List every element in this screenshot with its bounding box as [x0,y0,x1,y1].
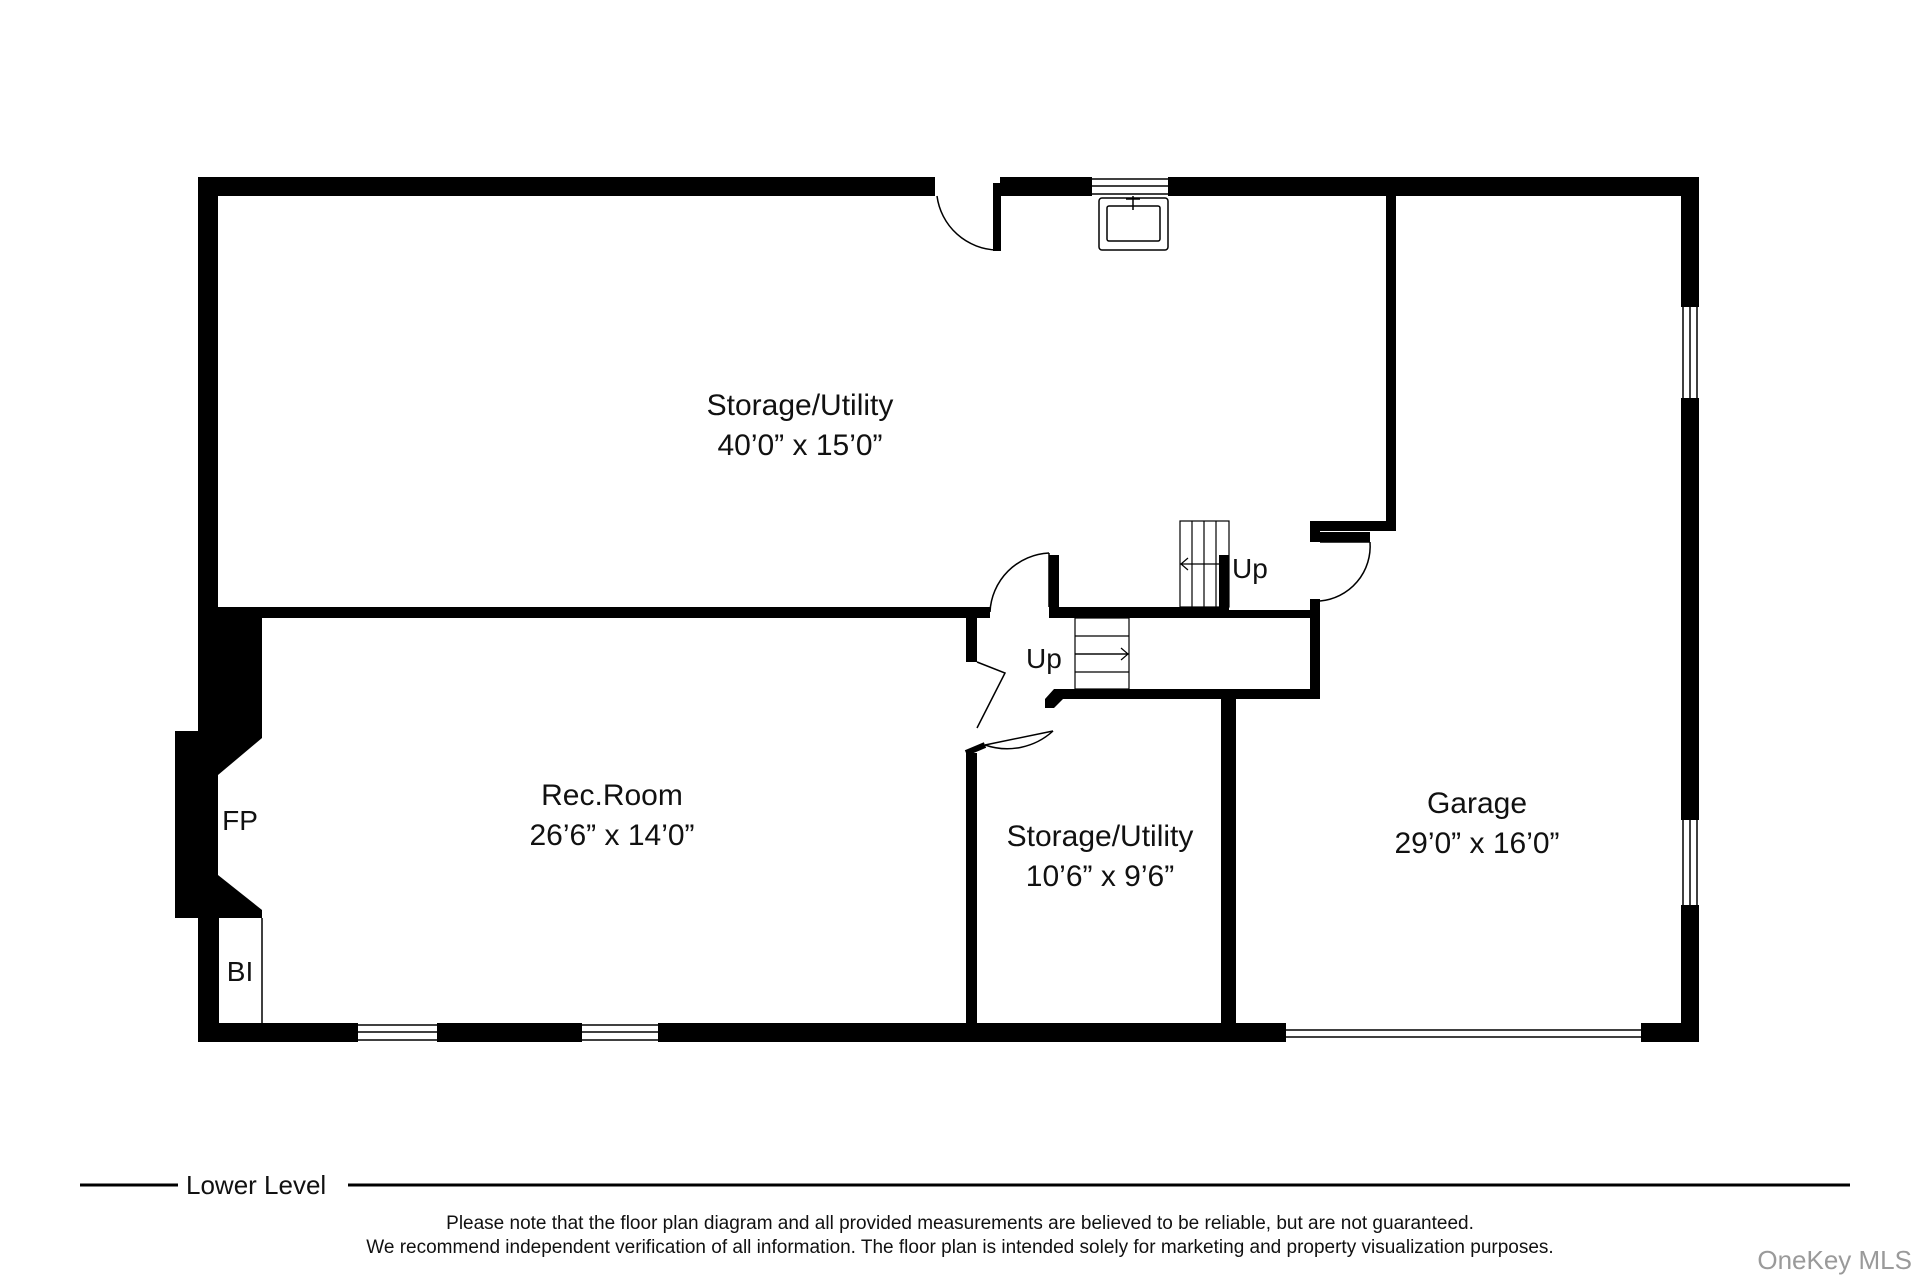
fireplace-label: FP [222,805,258,836]
door-small-storage [964,730,1054,756]
room-name: Storage/Utility [1007,820,1194,853]
door-garage-landing [1319,541,1371,602]
room-storage-utility-large: Storage/Utility 40’0” x 15’0” [707,389,894,462]
room-garage: Garage 29’0” x 16’0” [1394,787,1559,860]
window-top [1092,178,1168,195]
garage-door-opening [1286,1029,1641,1038]
built-in-label: BI [227,956,253,987]
stairs-up-label-lower: Up [1026,643,1062,674]
door-top-storage [936,195,998,251]
level-title-rule: Lower Level [80,1170,1850,1200]
stairs-upper [1179,520,1230,608]
disclaimer-line-1: Please note that the floor plan diagram … [446,1213,1474,1234]
room-storage-utility-small: Storage/Utility 10’6” x 9’6” [1007,820,1194,893]
level-title: Lower Level [186,1170,326,1200]
room-dimensions: 40’0” x 15’0” [717,429,882,462]
room-name: Storage/Utility [707,389,894,422]
sink-fixture [1098,196,1169,251]
window-right-lower [1682,820,1698,905]
stairs-up-label-upper: Up [1232,553,1268,584]
window-bottom-middle [582,1024,658,1041]
room-dimensions: 29’0” x 16’0” [1394,827,1559,860]
room-rec-room: Rec.Room 26’6” x 14’0” [529,779,694,852]
windows [358,178,1698,1041]
door-rec-room [976,661,1007,729]
room-dimensions: 10’6” x 9’6” [1026,860,1174,893]
doors [936,195,1371,756]
window-bottom-left [358,1024,437,1041]
fireplace-structure [175,618,263,1023]
room-dimensions: 26’6” x 14’0” [529,819,694,852]
room-name: Garage [1427,787,1527,820]
door-storage-hall [989,552,1050,613]
disclaimer-line-2: We recommend independent verification of… [366,1237,1553,1258]
stairs-lower [1074,617,1130,690]
window-right-upper [1682,307,1698,398]
room-name: Rec.Room [541,779,683,812]
interior-walls [218,183,1396,1023]
watermark: OneKey MLS [1757,1245,1912,1275]
